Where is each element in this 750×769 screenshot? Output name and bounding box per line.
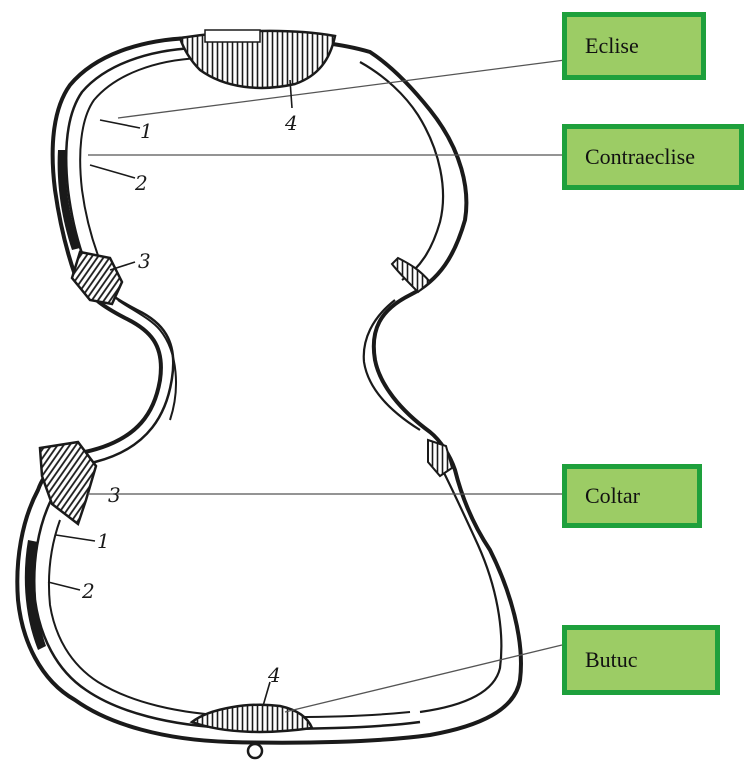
label-butuc: Butuc xyxy=(562,625,720,695)
rib-inner-edge xyxy=(34,48,420,729)
bottom-block xyxy=(192,705,312,732)
label-contraeclise: Contraeclise xyxy=(562,124,744,190)
label-coltar: Coltar xyxy=(562,464,702,528)
callout-3-lower: 3 xyxy=(108,483,121,507)
pointer-2-lower xyxy=(48,582,80,590)
pointer-1-lower xyxy=(56,535,95,541)
callout-4-top: 4 xyxy=(284,111,298,135)
top-block-opening xyxy=(205,30,260,42)
end-pin-icon xyxy=(248,744,262,758)
callout-2-lower: 2 xyxy=(81,579,95,603)
label-eclise: Eclise xyxy=(562,12,706,80)
lower-right-corner-block xyxy=(428,440,452,476)
callout-1-upper: 1 xyxy=(140,119,153,143)
upper-right-corner-block xyxy=(392,258,430,292)
leader-line-eclise xyxy=(118,60,565,118)
outer-rib-outline xyxy=(17,38,521,743)
pointer-2-upper xyxy=(90,165,135,178)
upper-left-corner-block xyxy=(72,252,122,304)
callout-3-upper: 3 xyxy=(138,249,151,273)
pointer-1-upper xyxy=(100,120,140,128)
right-rib-edge xyxy=(360,62,501,712)
lower-left-corner-block xyxy=(40,442,96,524)
callout-4-bottom: 4 xyxy=(267,663,281,687)
callout-2-upper: 2 xyxy=(134,171,148,195)
lining-inner-edge xyxy=(49,58,410,717)
callout-1-lower: 1 xyxy=(97,529,110,553)
